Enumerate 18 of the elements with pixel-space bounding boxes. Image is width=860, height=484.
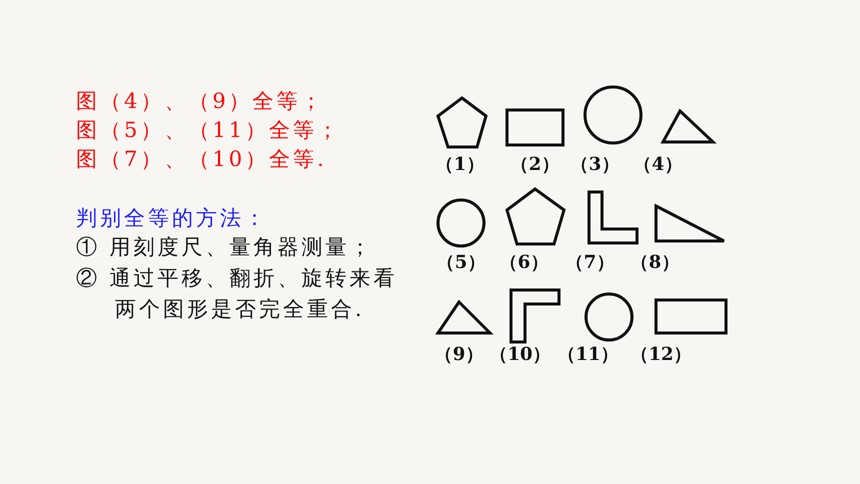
figure-number: （10）: [489, 344, 551, 366]
figure-number: （11）: [557, 344, 619, 366]
figure-number: （8）: [630, 252, 680, 274]
conclusion-text: 图（5）、（11）全等；: [76, 117, 342, 144]
figure-number: （1）: [436, 154, 484, 176]
figure-number: （9）: [434, 344, 484, 366]
figure-number: （5）: [436, 252, 486, 274]
figure-number: （3）: [570, 154, 620, 176]
figure-number: （6）: [500, 252, 548, 274]
figure-number: （12）: [630, 344, 692, 366]
conclusion-text: 图（4）、（9）全等；: [76, 88, 326, 115]
method-text: ② 通过平移、翻折、旋转来看两个图形是否完全重合.: [76, 265, 399, 323]
figure-number: （7）: [566, 252, 614, 274]
figure-number: （4）: [634, 154, 682, 176]
method-text: ① 用刻度尺、量角器测量；: [76, 234, 375, 261]
figure-number: （2）: [510, 154, 560, 176]
heading-text: 判别全等的方法：: [76, 205, 269, 232]
conclusion-text: 图（7）、（10）全等.: [76, 146, 328, 173]
